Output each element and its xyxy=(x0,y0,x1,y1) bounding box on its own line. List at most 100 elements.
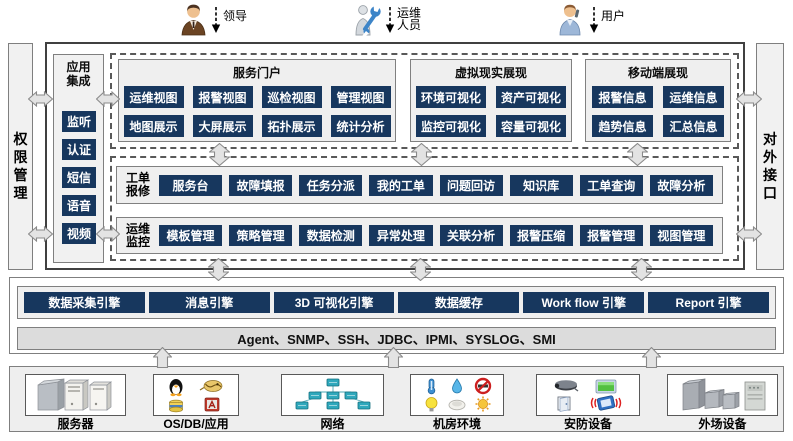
mobile-panel: 移动端展现 报警信息运维信息趋势信息汇总信息 xyxy=(585,59,731,142)
monitoring-node: 视图管理 xyxy=(649,225,713,246)
field-device-icon xyxy=(682,378,765,411)
v-double-arrow xyxy=(208,258,229,281)
leader-person-icon xyxy=(181,4,206,36)
work-order-node: 任务分派 xyxy=(299,174,363,196)
work-order-node: 故障填报 xyxy=(229,174,293,196)
actor-label: 用户 xyxy=(601,9,626,23)
vr-node: 资产可视化 xyxy=(496,86,566,108)
mobile-buttons: 报警信息运维信息趋势信息汇总信息 xyxy=(586,86,730,137)
app-integration-item: 认证 xyxy=(62,139,96,160)
vr-buttons: 环境可视化资产可视化监控可视化容量可视化 xyxy=(411,86,571,137)
room-environment-device-box xyxy=(410,374,504,416)
down-arrow-icon xyxy=(589,7,599,33)
network-icon xyxy=(295,378,370,410)
work-order-node: 故障分析 xyxy=(649,174,713,196)
app-integration-items: 监听认证短信语音视频 xyxy=(62,111,96,244)
vr-panel: 虚拟现实展现 环境可视化资产可视化监控可视化容量可视化 xyxy=(410,59,572,142)
service-portal-title: 服务门户 xyxy=(232,66,281,80)
room-environment-icon xyxy=(425,377,492,412)
monitoring-node: 模板管理 xyxy=(159,225,223,246)
work-order-row: 工单报修 服务台故障填报任务分派我的工单问题回访知识库工单查询故障分析 xyxy=(116,166,723,204)
server-label: 服务器 xyxy=(57,417,94,431)
monitoring-node: 报警压缩 xyxy=(509,225,573,246)
down-arrow-icon xyxy=(385,7,395,33)
h-double-arrow xyxy=(736,226,762,242)
work-order-node: 我的工单 xyxy=(369,174,433,196)
service-portal-buttons: 运维视图报警视图巡检视图管理视图地图展示大屏展示拓扑展示统计分析 xyxy=(119,86,395,137)
monitoring-row: 运维监控 模板管理策略管理数据检测异常处理关联分析报警压缩报警管理视图管理 xyxy=(116,217,723,254)
mobile-node: 汇总信息 xyxy=(663,115,724,137)
portal-node: 巡检视图 xyxy=(261,86,322,108)
portal-node: 统计分析 xyxy=(330,115,391,137)
user-person-icon xyxy=(559,4,581,36)
portal-node: 管理视图 xyxy=(330,86,391,108)
security-device-box xyxy=(536,374,640,416)
portal-node: 运维视图 xyxy=(123,86,184,108)
engine-node: 消息引擎 xyxy=(148,292,270,313)
service-portal-panel: 服务门户 运维视图报警视图巡检视图管理视图地图展示大屏展示拓扑展示统计分析 xyxy=(118,59,396,142)
permission-management-label: 权限管理 xyxy=(13,130,28,201)
v-double-arrow xyxy=(209,143,230,166)
protocol-strip: Agent、SNMP、SSH、JDBC、IPMI、SYSLOG、SMI xyxy=(17,327,776,350)
engine-node: 数据缓存 xyxy=(398,292,520,313)
monitoring-node: 数据检测 xyxy=(299,225,363,246)
network-label: 网络 xyxy=(320,417,345,431)
os-db-app-icon xyxy=(169,379,223,413)
work-order-node: 知识库 xyxy=(509,174,573,196)
up-arrow xyxy=(153,347,172,368)
work-order-buttons: 服务台故障填报任务分派我的工单问题回访知识库工单查询故障分析 xyxy=(159,174,713,196)
engine-node: 数据采集引擎 xyxy=(24,292,145,313)
monitoring-node: 报警管理 xyxy=(579,225,643,246)
actor-leader: 领导 xyxy=(180,2,247,36)
engine-node: Work flow 引擎 xyxy=(523,292,645,313)
os-db-app-device-box xyxy=(153,374,239,416)
os-db-app-label: OS/DB/应用 xyxy=(163,417,229,431)
portal-node: 地图展示 xyxy=(123,115,184,137)
monitoring-buttons: 模板管理策略管理数据检测异常处理关联分析报警压缩报警管理视图管理 xyxy=(159,225,713,246)
server-icon xyxy=(37,378,112,411)
vr-node: 监控可视化 xyxy=(416,115,486,137)
actor-user: 用户 xyxy=(556,2,625,36)
v-double-arrow xyxy=(411,143,432,166)
h-double-arrow xyxy=(96,91,120,107)
external-interface-bar: 对外接口 xyxy=(756,43,784,270)
portal-node: 大屏展示 xyxy=(192,115,253,137)
h-double-arrow xyxy=(736,91,762,107)
app-integration-item: 语音 xyxy=(62,195,96,216)
work-order-node: 问题回访 xyxy=(439,174,503,196)
server-device-box xyxy=(25,374,126,416)
network-device-box xyxy=(281,374,384,416)
actor-ops: 运维人员 xyxy=(352,2,423,36)
actor-label: 领导 xyxy=(223,9,248,23)
h-double-arrow xyxy=(28,91,53,107)
down-arrow-icon xyxy=(211,7,221,33)
app-integration-title: 应用集成 xyxy=(66,60,91,88)
app-integration-item: 监听 xyxy=(62,111,96,132)
engine-node: Report 引擎 xyxy=(648,292,769,313)
field-device-box xyxy=(667,374,778,416)
up-arrow xyxy=(384,347,403,368)
app-integration-panel: 应用集成 监听认证短信语音视频 xyxy=(53,54,104,263)
external-interface-label: 对外接口 xyxy=(763,130,777,201)
app-integration-item: 视频 xyxy=(62,223,96,244)
vr-node: 容量可视化 xyxy=(496,115,566,137)
permission-management-bar: 权限管理 xyxy=(8,43,33,270)
room-environment-label: 机房环境 xyxy=(432,417,481,431)
vr-node: 环境可视化 xyxy=(416,86,486,108)
h-double-arrow xyxy=(96,226,120,242)
mobile-node: 报警信息 xyxy=(592,86,653,108)
v-double-arrow xyxy=(631,258,652,281)
v-double-arrow xyxy=(410,258,431,281)
work-order-node: 服务台 xyxy=(159,174,223,196)
protocol-text: Agent、SNMP、SSH、JDBC、IPMI、SYSLOG、SMI xyxy=(237,332,556,347)
monitoring-node: 关联分析 xyxy=(439,225,503,246)
mobile-node: 趋势信息 xyxy=(592,115,653,137)
monitoring-node: 异常处理 xyxy=(369,225,433,246)
portal-node: 报警视图 xyxy=(192,86,253,108)
app-integration-item: 短信 xyxy=(62,167,96,188)
work-order-title: 工单报修 xyxy=(126,171,151,198)
security-label: 安防设备 xyxy=(563,417,612,431)
